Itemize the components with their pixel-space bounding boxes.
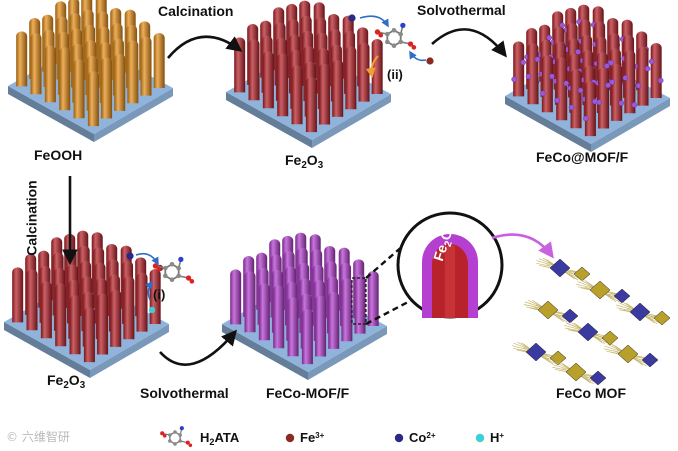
- arrow-label-calcination-left: Calcination: [23, 180, 40, 256]
- feco-mof-structure: [511, 257, 671, 386]
- co-ion-bottom: [126, 252, 134, 260]
- legend-label-h: H+: [490, 430, 505, 445]
- step-i-arrow: [144, 280, 153, 301]
- fecomof-array-top: [505, 4, 670, 152]
- fecomof-array-bottom: [222, 232, 387, 380]
- magenta-arrow: [491, 233, 554, 259]
- feooh-array: [8, 0, 173, 142]
- legend-label-co2: Co2+: [409, 430, 436, 445]
- zoom-box: [351, 277, 367, 325]
- step-label-ii: (ii): [387, 67, 403, 82]
- step-ii-arrow: [365, 55, 379, 78]
- zoom-line-lower: [365, 298, 413, 326]
- legend-h-ion-icon: [475, 433, 485, 443]
- fe-ion-arrow-top: [409, 50, 427, 62]
- label-fe2o3-top: Fe2O3: [285, 152, 324, 171]
- calcination-arrow-top: [167, 35, 243, 59]
- co-ion-top: [348, 14, 356, 22]
- legend-fe-ion-icon: [285, 433, 295, 443]
- label-fe2o3-bottom: Fe2O3: [47, 372, 86, 391]
- arrow-label-solvothermal-bottom: Solvothermal: [140, 385, 229, 401]
- legend-label-h2ata: H2ATA: [200, 430, 240, 447]
- co-ion-arrow-top: [359, 15, 389, 28]
- label-feco-mof-f: FeCo-MOF/F: [266, 385, 350, 401]
- h2ata-molecule-top: [374, 22, 417, 50]
- label-fecomof-f-top: FeCo@MOF/F: [536, 149, 629, 165]
- label-feooh: FeOOH: [34, 147, 83, 163]
- h2ata-legend-icon: [160, 426, 193, 448]
- solvothermal-arrow-top: [431, 28, 507, 58]
- arrow-label-calcination-top: Calcination: [158, 3, 234, 19]
- arrow-label-solvothermal-top: Solvothermal: [417, 2, 506, 18]
- fe2o3-array-top: [226, 0, 391, 148]
- h-ion-bottom: [148, 306, 156, 314]
- co-ion-arrow-bottom: [135, 252, 159, 266]
- solvothermal-arrow-bottom: [159, 329, 238, 366]
- label-feco-mof: FeCo MOF: [556, 385, 626, 401]
- step-label-i: (i): [153, 287, 166, 302]
- h2ata-molecule-bottom: [152, 256, 195, 284]
- fe-ion-top: [426, 57, 434, 65]
- inset-rod: [422, 234, 478, 318]
- legend-label-fe3: Fe3+: [300, 430, 325, 445]
- legend-co-ion-icon: [394, 433, 404, 443]
- watermark: © 六维智研: [6, 430, 70, 444]
- fe2o3-array-bottom: [4, 230, 169, 378]
